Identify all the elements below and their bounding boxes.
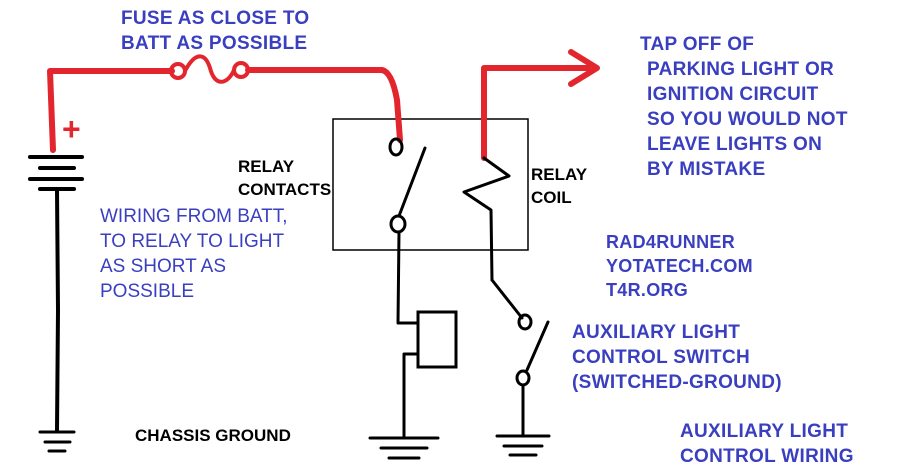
switch-label-line: AUXILIARY LIGHT — [572, 322, 741, 343]
credit-line: RAD4RUNNER — [606, 232, 736, 252]
ground-icon-right — [495, 434, 551, 457]
relay-contacts-icon — [388, 137, 427, 234]
coil-switch-wire — [490, 278, 524, 320]
tap-note-line: BY MISTAKE — [647, 159, 766, 180]
battery-icon — [28, 155, 84, 191]
diagram-title: AUXILIARY LIGHT CONTROL WIRING — [680, 419, 854, 469]
tap-wire — [481, 65, 591, 161]
relay-contacts-line: CONTACTS — [238, 180, 332, 199]
battery-plus-label: + — [62, 111, 81, 147]
fuse-note-line: FUSE AS CLOSE TO — [121, 8, 310, 29]
switch-label: AUXILIARY LIGHT CONTROL SWITCH (SWITCHED… — [572, 320, 782, 395]
tap-note: TAP OFF OF PARKING LIGHT OR IGNITION CIR… — [640, 32, 848, 182]
auxiliary-switch-icon — [515, 313, 550, 436]
relay-coil-line: RELAY — [531, 165, 588, 184]
ground-icon-left — [38, 430, 76, 453]
light-feed-wire — [396, 230, 420, 438]
relay-box — [332, 118, 529, 251]
tap-note-line: PARKING LIGHT OR — [647, 59, 835, 80]
ground-icon-middle — [368, 436, 440, 460]
wiring-note-line: TO RELAY TO LIGHT — [100, 231, 285, 252]
relay-coil-label: RELAY COIL — [531, 163, 587, 209]
diagram-title-line: CONTROL WIRING — [680, 446, 854, 467]
switch-label-line: CONTROL SWITCH — [572, 347, 751, 368]
switch-label-line: (SWITCHED-GROUND) — [572, 372, 782, 393]
battery-ground-wire — [55, 188, 61, 432]
tap-arrow-icon — [568, 49, 600, 87]
fuse-note: FUSE AS CLOSE TO BATT AS POSSIBLE — [121, 6, 310, 56]
credit-line: YOTATECH.COM — [606, 256, 753, 276]
relay-contacts-line: RELAY — [238, 157, 295, 176]
fuse-icon — [169, 54, 250, 84]
wiring-note-line: POSSIBLE — [100, 281, 194, 302]
auxiliary-light-icon — [416, 310, 458, 369]
fuse-note-line: BATT AS POSSIBLE — [121, 33, 308, 54]
diagram-title-line: AUXILIARY LIGHT — [680, 421, 849, 442]
credit-line: T4R.ORG — [606, 280, 689, 300]
relay-contacts-label: RELAY CONTACTS — [238, 155, 331, 201]
wiring-note: WIRING FROM BATT, TO RELAY TO LIGHT AS S… — [100, 204, 288, 304]
credits: RAD4RUNNER YOTATECH.COM T4R.ORG — [606, 230, 753, 302]
relay-coil-line: COIL — [531, 188, 572, 207]
tap-note-line: TAP OFF OF — [640, 34, 755, 55]
battery-feed-wire — [47, 67, 403, 153]
tap-note-line: LEAVE LIGHTS ON — [647, 134, 823, 155]
wiring-note-line: AS SHORT AS — [100, 256, 227, 277]
chassis-ground-label: CHASSIS GROUND — [135, 426, 291, 445]
tap-note-line: IGNITION CIRCUIT — [647, 84, 819, 105]
wiring-note-line: WIRING FROM BATT, — [100, 206, 288, 227]
relay-coil-icon — [462, 156, 511, 282]
tap-note-line: SO YOU WOULD NOT — [647, 109, 848, 130]
